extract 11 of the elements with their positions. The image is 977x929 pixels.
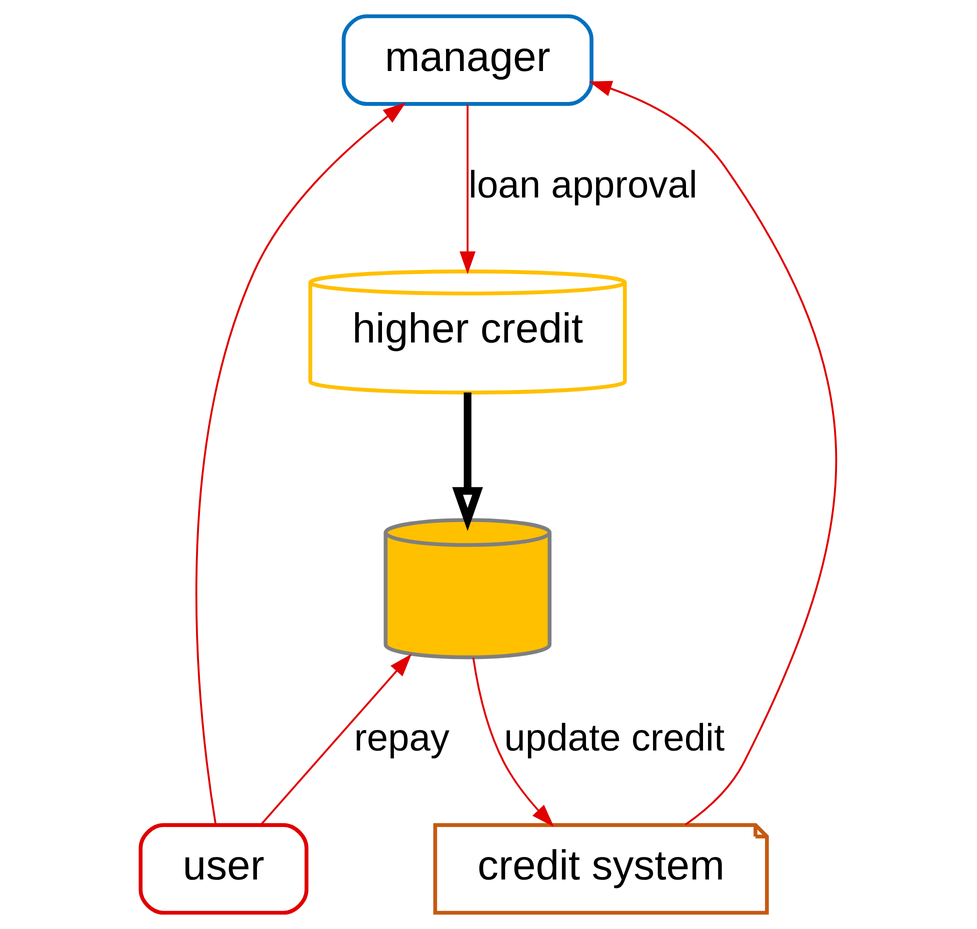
edge-label: loan approval: [468, 163, 698, 206]
arrow: [195, 102, 406, 826]
node-box: manager: [342, 14, 594, 106]
node-box: user: [138, 823, 308, 915]
arrow: [472, 658, 554, 827]
arrow: [452, 392, 483, 532]
arrow: [588, 80, 837, 826]
edge-label: repay: [354, 716, 450, 760]
edge-label: update credit: [504, 716, 725, 760]
arrow: [460, 104, 476, 274]
arrow: [260, 654, 412, 825]
